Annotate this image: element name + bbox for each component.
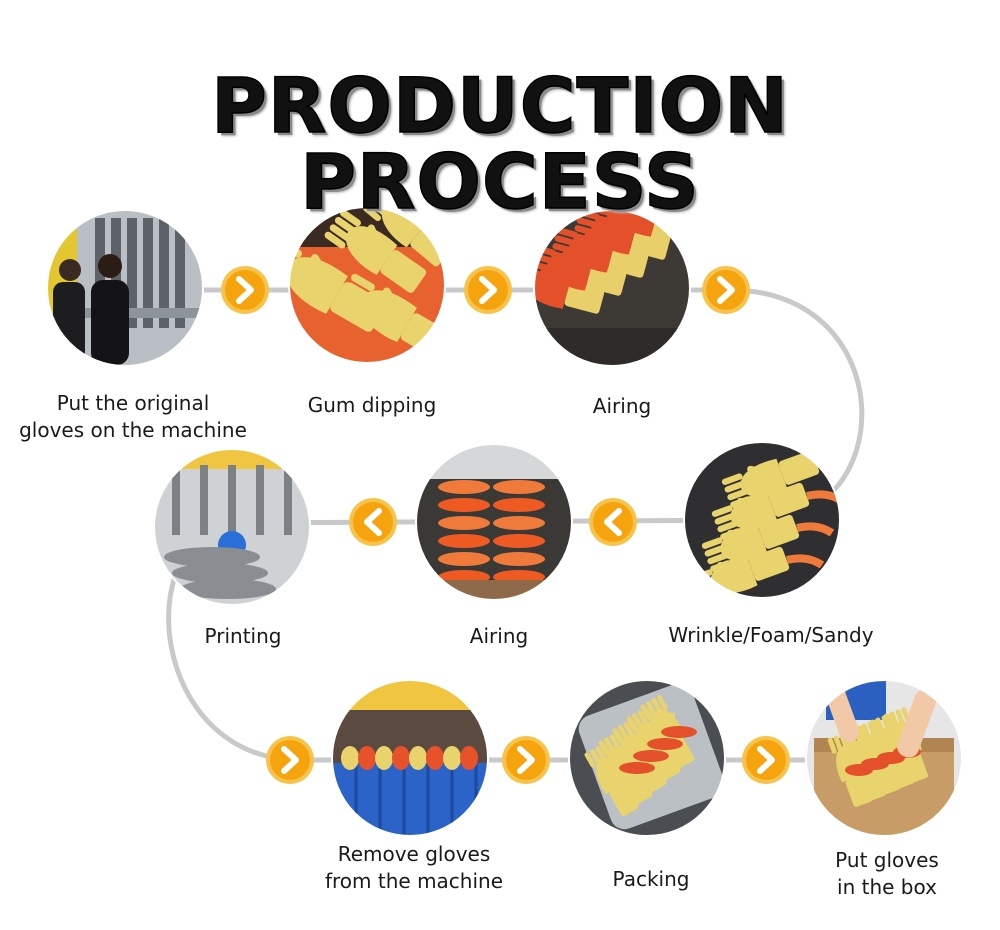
chevron-right-icon [266, 736, 314, 784]
step-8-label: Packing [612, 867, 690, 891]
step-5-photo-border [415, 443, 573, 601]
step-5-label: Airing [469, 624, 529, 648]
step-7-photo [332, 680, 488, 836]
step-6-label: Printing [204, 624, 282, 648]
chevron-right-icon [464, 266, 512, 314]
chevron-right-icon [502, 736, 550, 784]
step-9-photo-border [805, 679, 963, 837]
step-6-photo-border [153, 448, 311, 606]
step-7-photo-border [331, 679, 489, 837]
step-9-label: Put gloves in the box [835, 848, 939, 899]
page-title: PRODUCTION PROCESS [210, 61, 789, 226]
chevron-left-icon [349, 498, 397, 546]
step-8-photo [569, 680, 725, 836]
step-7-label: Remove gloves from the machine [324, 842, 504, 893]
step-3-photo-border [533, 209, 691, 367]
step-1-photo-border [46, 209, 204, 367]
chevron-right-icon [742, 736, 790, 784]
step-1-label: Put the original gloves on the machine [19, 391, 247, 442]
step-3-label: Airing [592, 394, 652, 418]
step-4-photo-border [683, 441, 841, 599]
step-4-label: Wrinkle/Foam/Sandy [668, 623, 874, 647]
step-9-photo [806, 680, 962, 836]
chevron-right-icon [702, 266, 750, 314]
chevron-right-icon [221, 266, 269, 314]
step-4-photo [684, 442, 840, 598]
step-1-photo [47, 210, 203, 366]
chevron-left-icon [589, 498, 637, 546]
step-8-photo-border [568, 679, 726, 837]
step-2-photo-border [288, 206, 446, 364]
step-2-label: Gum dipping [307, 393, 437, 417]
